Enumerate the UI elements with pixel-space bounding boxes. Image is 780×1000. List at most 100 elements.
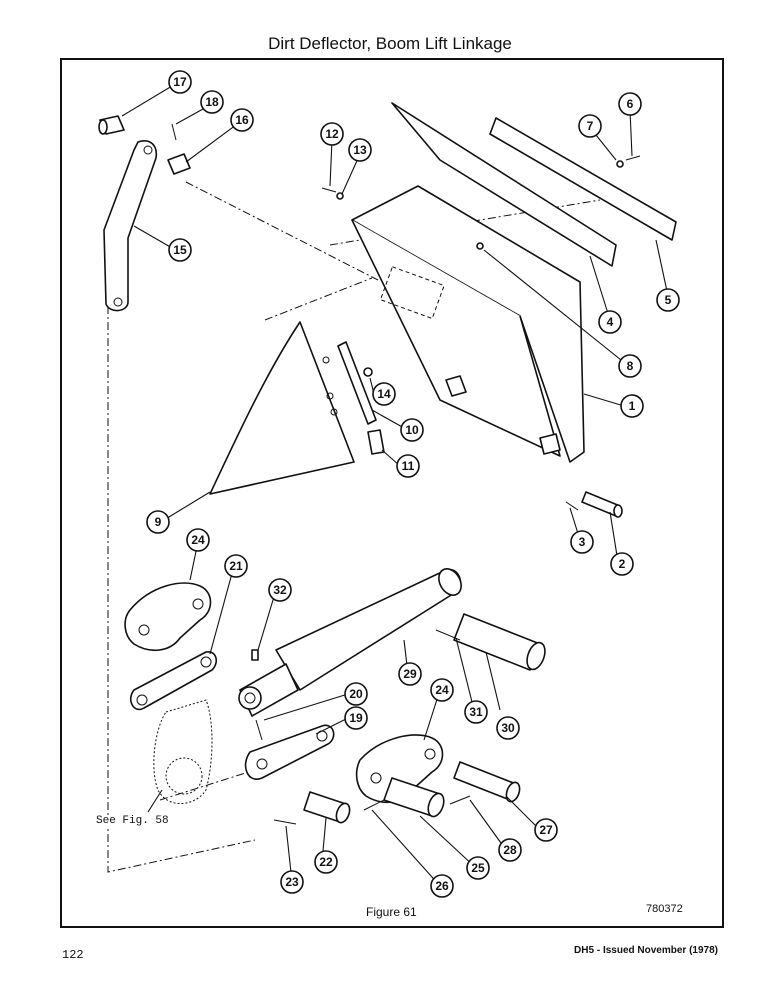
svg-text:5: 5: [665, 293, 672, 307]
svg-text:24: 24: [435, 683, 449, 697]
svg-text:22: 22: [319, 855, 333, 869]
cotter-pin: [449, 795, 471, 805]
callout-4: 4: [598, 310, 622, 334]
callout-17: 17: [168, 70, 192, 94]
callout-15: 15: [168, 238, 192, 262]
page-number: 122: [62, 948, 84, 962]
callout-23: 23: [280, 870, 304, 894]
callout-30: 30: [496, 716, 520, 740]
svg-text:2: 2: [619, 557, 626, 571]
link-bar: [129, 651, 218, 711]
rod-eye-bore: [244, 692, 256, 704]
alignment-line: [185, 181, 379, 281]
reference-boom-arm: [153, 699, 213, 804]
svg-text:16: 16: [235, 113, 249, 127]
callout-21: 21: [224, 554, 248, 578]
callout-32: 32: [268, 578, 292, 602]
svg-text:20: 20: [349, 687, 363, 701]
see-figure-note: See Fig. 58: [96, 815, 169, 827]
mount-tube: [445, 375, 467, 397]
callout-13: 13: [348, 138, 372, 162]
svg-text:8: 8: [627, 359, 634, 373]
cotter-pin: [255, 719, 263, 741]
yoke-hole: [370, 772, 382, 784]
bushing: [167, 153, 191, 175]
svg-text:19: 19: [349, 711, 363, 725]
svg-text:12: 12: [325, 127, 339, 141]
callout-14: 14: [372, 382, 396, 406]
svg-text:14: 14: [377, 387, 391, 401]
link-arm: [103, 140, 158, 312]
callout-24: 24: [430, 678, 454, 702]
svg-text:18: 18: [205, 95, 219, 109]
bar-hole: [200, 656, 212, 668]
svg-text:1: 1: [629, 399, 636, 413]
cotter-pin: [363, 799, 385, 811]
callout-24: 24: [186, 528, 210, 552]
arm-hole: [113, 297, 123, 307]
svg-text:24: 24: [191, 533, 205, 547]
washer: [363, 367, 373, 377]
cotter-pin: [273, 819, 297, 825]
pin-head: [98, 119, 108, 135]
cotter-pin: [565, 501, 579, 511]
callout-12: 12: [320, 122, 344, 146]
svg-text:10: 10: [405, 423, 419, 437]
side-shield: [209, 321, 355, 495]
washer: [336, 192, 344, 200]
mount-tube: [539, 433, 561, 455]
rod-eye: [238, 686, 262, 710]
washer: [616, 160, 624, 168]
grease-fitting: [251, 649, 259, 661]
arm-hole: [143, 145, 153, 155]
svg-text:11: 11: [402, 459, 415, 473]
page-title: Dirt Deflector, Boom Lift Linkage: [268, 34, 512, 53]
svg-text:25: 25: [471, 861, 485, 875]
svg-text:30: 30: [501, 721, 515, 735]
svg-text:32: 32: [273, 583, 287, 597]
svg-text:3: 3: [579, 535, 586, 549]
callout-3: 3: [570, 530, 594, 554]
bolt: [321, 187, 337, 193]
callout-31: 31: [464, 700, 488, 724]
pin-head: [526, 641, 546, 671]
cylinder-end: [438, 568, 462, 596]
callout-2: 2: [610, 552, 634, 576]
callout-27: 27: [534, 818, 558, 842]
pin-head: [505, 781, 521, 803]
cotter-pin: [171, 123, 177, 141]
callout-5: 5: [656, 288, 680, 312]
figure-frame: [60, 58, 724, 928]
reference-boom-hub: [165, 757, 203, 795]
hidden-bracket: [379, 266, 445, 320]
callout-8: 8: [618, 354, 642, 378]
callout-11: 11: [396, 454, 420, 478]
callout-6: 6: [618, 92, 642, 116]
bar-hole: [136, 694, 148, 706]
callout-7: 7: [578, 114, 602, 138]
svg-text:23: 23: [285, 875, 299, 889]
callout-16: 16: [230, 108, 254, 132]
figure-number: 780372: [646, 903, 683, 915]
yoke-plate: [124, 582, 212, 651]
pivot-pin: [453, 613, 541, 671]
callout-29: 29: [398, 662, 422, 686]
alignment-line: [159, 769, 256, 801]
shield-hole: [330, 408, 338, 416]
clip: [367, 429, 385, 455]
rubber-flap: [391, 102, 617, 267]
alignment-line: [107, 290, 256, 873]
svg-text:31: 31: [469, 705, 483, 719]
deflector-side: [351, 219, 561, 457]
shield-hole: [326, 392, 334, 400]
shield-hole: [322, 356, 330, 364]
nut: [476, 242, 484, 250]
callout-18: 18: [200, 90, 224, 114]
svg-text:27: 27: [539, 823, 553, 837]
pin-head: [613, 504, 623, 518]
callout-9: 9: [146, 510, 170, 534]
pin-head: [335, 802, 351, 824]
alignment-line: [264, 277, 373, 321]
svg-text:15: 15: [173, 243, 187, 257]
